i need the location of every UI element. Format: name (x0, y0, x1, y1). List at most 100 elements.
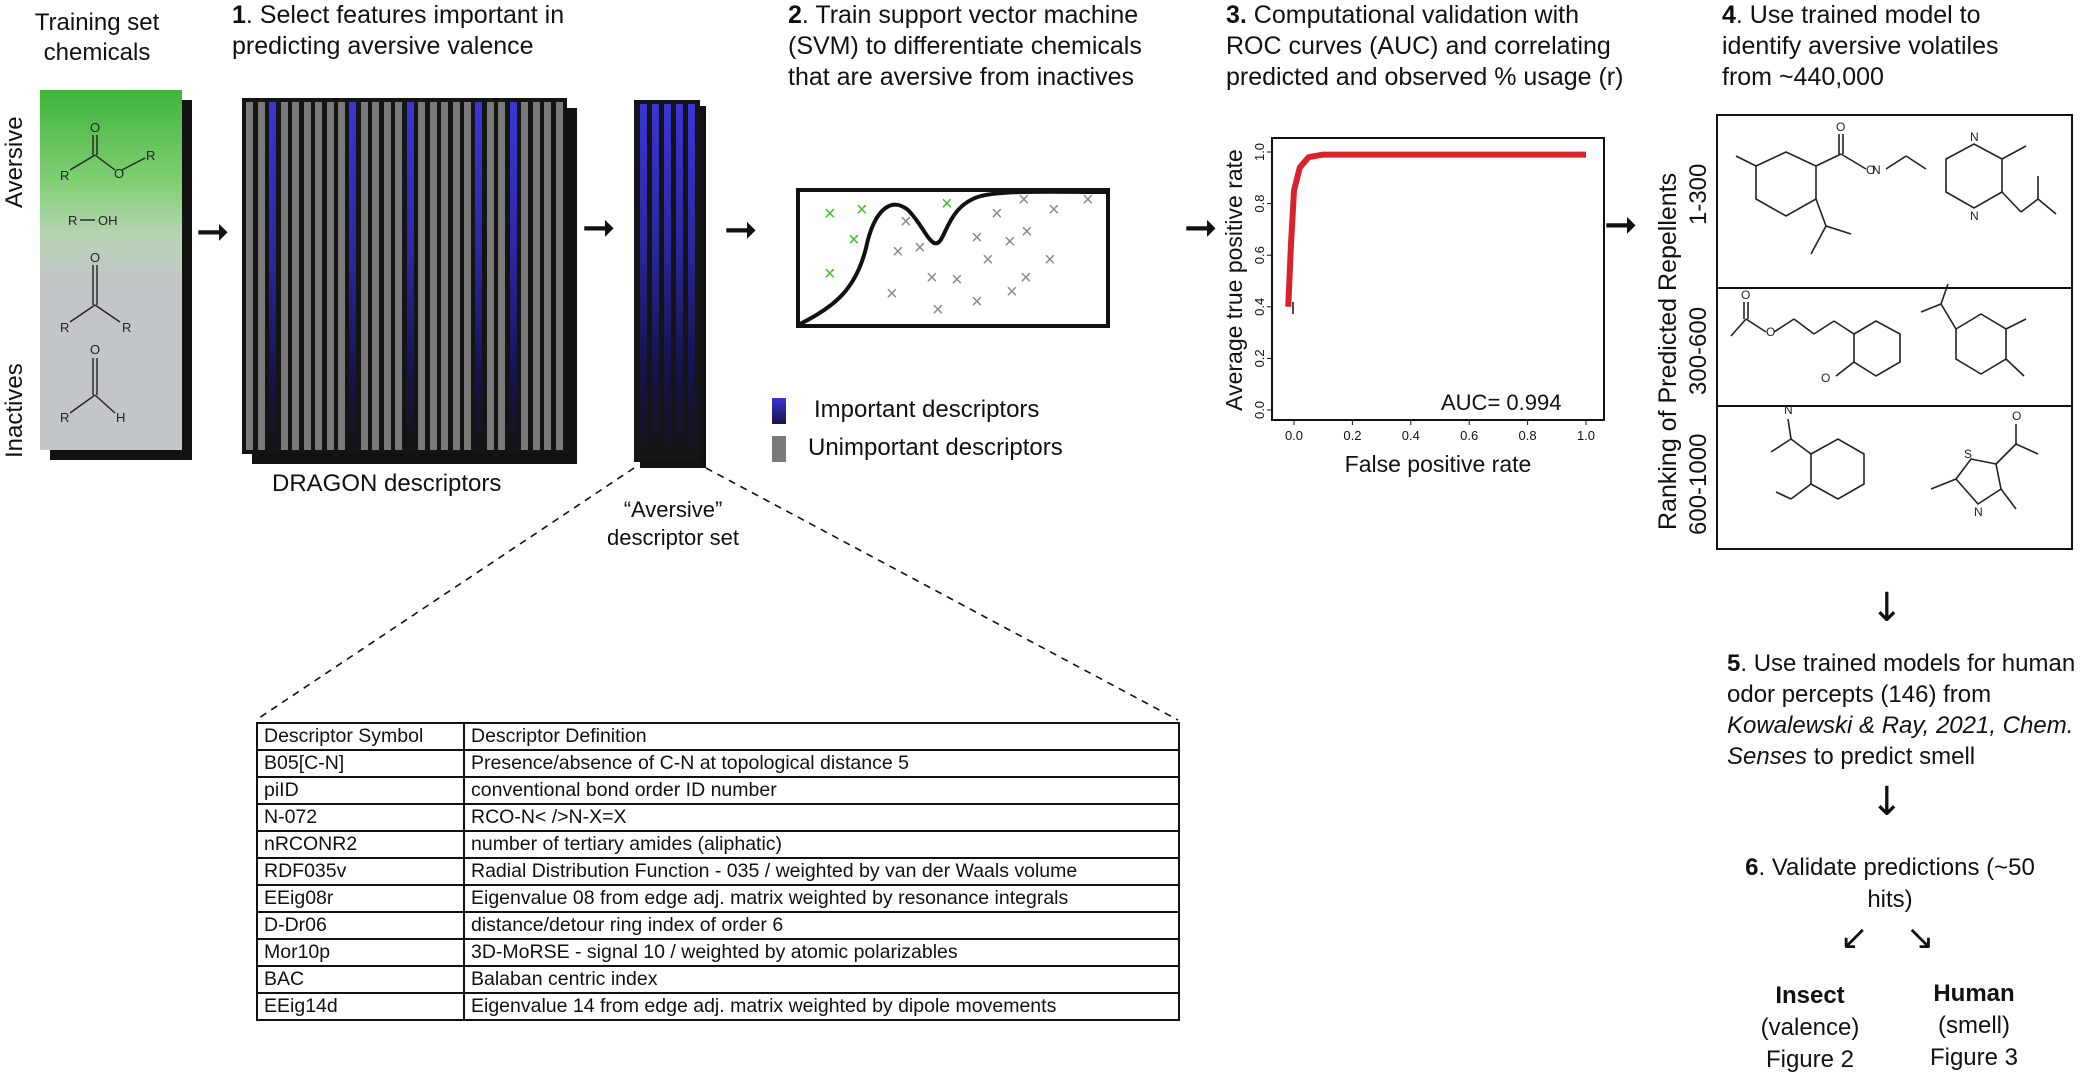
svm-inactive-mark: × (1006, 281, 1018, 303)
roc-x-tick-label: 0.6 (1460, 428, 1478, 443)
step1-description: . Select features important in predictin… (232, 1, 565, 60)
svg-text:N: N (1872, 163, 1881, 177)
insect-figure-ref: Figure 2 (1765, 1046, 1855, 1073)
descriptor-symbol: Mor10p (256, 938, 465, 967)
svg-text:H: H (116, 410, 125, 425)
roc-y-tick-label: 0.2 (1252, 349, 1267, 367)
svm-inactive-mark: × (914, 237, 926, 259)
svg-text:Aversive: Aversive (1, 116, 28, 208)
aversive-descriptor-bar (652, 104, 659, 458)
arrow-1: ➞ (196, 209, 230, 255)
svg-text:R: R (122, 320, 131, 335)
svg-text:O: O (1836, 120, 1845, 134)
svg-text:N: N (1974, 505, 1983, 519)
unimportant-descriptor-bar (395, 102, 403, 450)
svg-text:S: S (1964, 447, 1972, 461)
svg-text:O: O (90, 250, 100, 265)
descriptor-symbol: D-Dr06 (256, 911, 465, 940)
unimportant-descriptor-bar (338, 102, 346, 450)
step6-text: 6. Validate predictions (~50 hits) (1740, 852, 2040, 916)
descriptor-definition: 3D-MoRSE - signal 10 / weighted by atomi… (463, 938, 1180, 967)
roc-x-tick-label: 0.2 (1343, 428, 1361, 443)
predicted-repellents-panel: O N N N O O O O S N O N (1716, 114, 2073, 550)
descriptor-symbol: nRCONR2 (256, 830, 465, 859)
svg-text:R: R (68, 213, 77, 228)
arrow-2: ➞ (582, 205, 616, 251)
step1-number: 1 (232, 1, 246, 29)
svg-text:600-1000: 600-1000 (1685, 434, 1712, 535)
aversive-descriptor-bar (664, 104, 671, 458)
aversive-descriptor-bar (676, 104, 683, 458)
roc-x-tick-label: 1.0 (1577, 428, 1595, 443)
unimportant-descriptor-bar (315, 102, 323, 450)
svg-text:O: O (2012, 409, 2021, 423)
svm-inactive-mark: × (1044, 249, 1056, 271)
step5-number: 5 (1727, 650, 1741, 677)
step5-citation: Kowalewski & Ray, 2021, Chem. Senses (1727, 712, 2074, 770)
svg-text:300-600: 300-600 (1685, 307, 1712, 395)
unimportant-descriptor-bar (441, 102, 449, 450)
step4-text: 4. Use trained model to identify aversiv… (1722, 0, 2022, 93)
unimportant-descriptor-bar (486, 102, 494, 450)
arrow-down-1: ↓ (1870, 585, 1904, 631)
roc-plot-frame (1271, 137, 1605, 421)
ranking-axis-label: Ranking of Predicted Repellents (1654, 173, 1682, 530)
inactives-label: Inactives (1, 363, 28, 458)
descriptor-bars (242, 98, 567, 454)
unimportant-descriptor-bar (280, 102, 288, 450)
svm-aversive-mark: × (824, 263, 836, 285)
human-title: Human (1933, 980, 2015, 1007)
aversive-label: Aversive (1, 116, 28, 208)
roc-x-tick-label: 0.0 (1285, 428, 1303, 443)
descriptor-definition: Eigenvalue 08 from edge adj. matrix weig… (463, 884, 1180, 913)
roc-x-tick-label: 0.4 (1402, 428, 1420, 443)
svm-inactive-mark: × (991, 203, 1003, 225)
roc-y-axis-label: Average true positive rate (1221, 149, 1247, 411)
svm-boundary (799, 189, 1109, 326)
unimportant-descriptor-bar (360, 102, 368, 450)
svm-inactive-mark: × (1048, 199, 1060, 221)
aversive-descriptor-block (634, 100, 706, 468)
dragon-descriptors-block (242, 98, 577, 464)
insect-title: Insect (1775, 982, 1845, 1009)
descriptor-symbol: B05[C-N] (256, 749, 465, 778)
important-descriptor-bar (475, 102, 483, 450)
range-label-1: 1-300 (1685, 164, 1712, 225)
legend-important-swatch (772, 398, 786, 424)
descriptor-definition: number of tertiary amides (aliphatic) (463, 830, 1180, 859)
svg-text:O: O (90, 342, 100, 357)
svg-text:R: R (146, 148, 155, 163)
step2-description: . Train support vector machine (SVM) to … (788, 1, 1142, 91)
step2-text: 2. Train support vector machine (SVM) to… (788, 0, 1168, 93)
descriptor-definition: Eigenvalue 14 from edge adj. matrix weig… (463, 992, 1180, 1021)
unimportant-descriptor-bar (532, 102, 540, 450)
descriptor-symbol: RDF035v (256, 857, 465, 886)
step5-description: . Use trained models for human odor perc… (1727, 650, 2076, 708)
svm-inactive-mark: × (951, 269, 963, 291)
svg-text:Inactives: Inactives (1, 363, 28, 458)
unimportant-descriptor-bar (246, 102, 254, 450)
step3-text: 3. Computational validation with ROC cur… (1226, 0, 1626, 93)
unimportant-descriptor-bar (372, 102, 380, 450)
unimportant-descriptor-bar (463, 102, 471, 450)
step4-number: 4 (1722, 1, 1736, 29)
unimportant-descriptor-bar (257, 102, 265, 450)
roc-y-tick-label: 0.8 (1252, 195, 1267, 213)
step4-description: . Use trained model to identify aversive… (1722, 1, 1999, 91)
step2-number: 2 (788, 1, 802, 29)
descriptor-definition: Balaban centric index (463, 965, 1180, 994)
zoom-lines (255, 467, 1179, 721)
range-label-2: 300-600 (1685, 307, 1712, 395)
svm-diagram: ×××××××××××××××××××××××× (796, 188, 1110, 328)
svg-text:R: R (60, 168, 69, 183)
step6-number: 6 (1745, 854, 1759, 881)
roc-y-tick-label: 0.4 (1252, 298, 1267, 316)
legend-important-label: Important descriptors (814, 396, 1040, 423)
step5-text: 5. Use trained models for human odor per… (1727, 648, 2091, 772)
step1-text: 1. Select features important in predicti… (232, 0, 632, 62)
step6-description: . Validate predictions (~50 hits) (1758, 854, 2035, 913)
unimportant-descriptor-bar (452, 102, 460, 450)
